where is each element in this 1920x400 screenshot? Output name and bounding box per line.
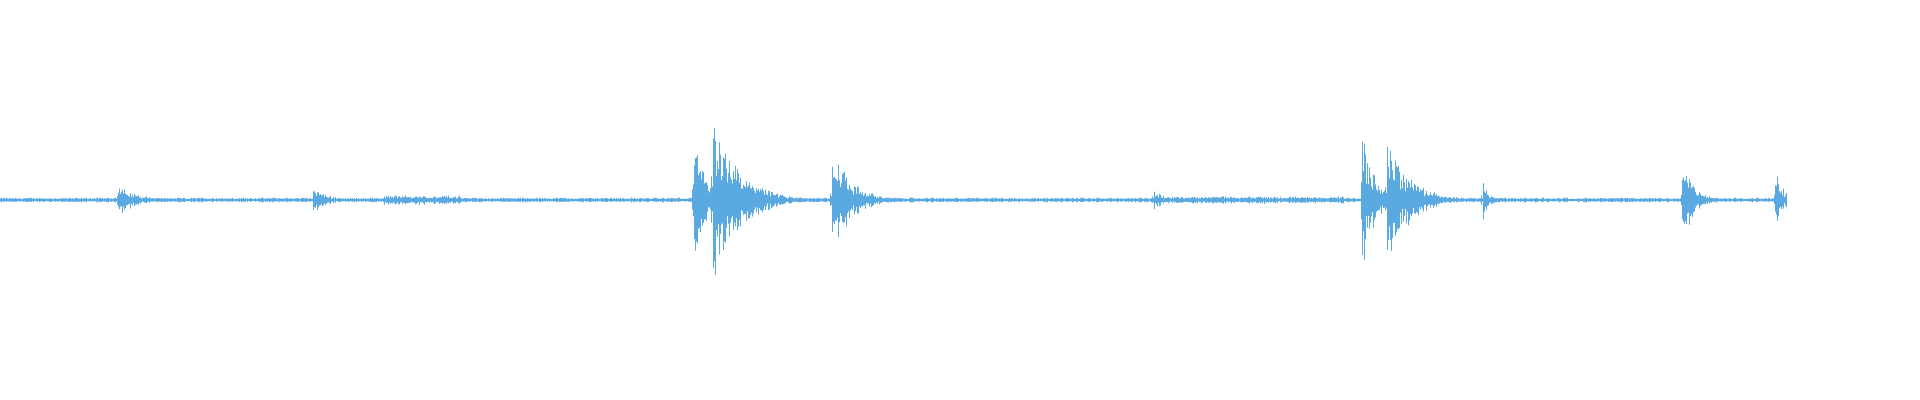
waveform-samples bbox=[0, 128, 1787, 275]
waveform-path bbox=[0, 128, 1787, 275]
